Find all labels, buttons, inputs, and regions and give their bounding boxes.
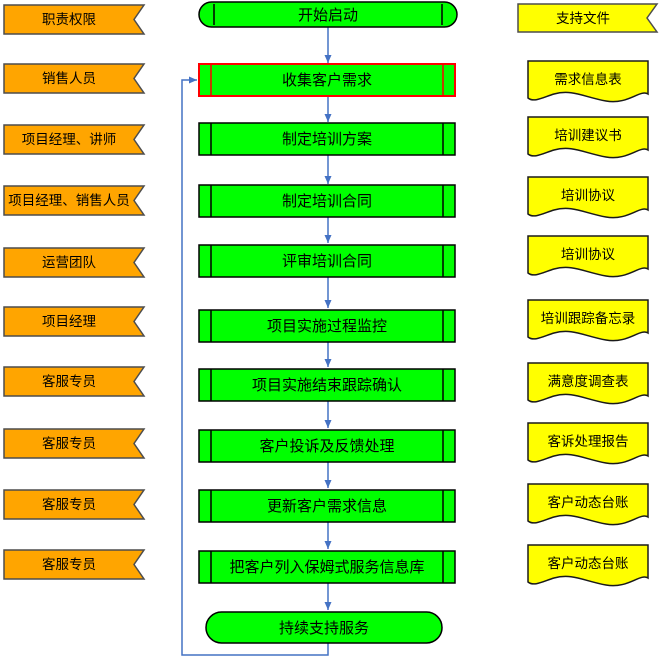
document-shape xyxy=(527,483,649,526)
lane-roles: 职责权限 销售人员 项目经理、讲师 项目经理、销售人员 运营团队 项目经理 客服… xyxy=(3,4,146,580)
document-label: 客户动态台账 xyxy=(548,494,629,511)
role-banner: 项目经理 xyxy=(3,306,146,337)
role-banner: 运营团队 xyxy=(3,247,146,278)
document-node: 培训协议 xyxy=(527,176,649,219)
process-box xyxy=(198,489,456,523)
role-banner: 客服专员 xyxy=(3,489,146,520)
document-label: 培训协议 xyxy=(561,247,615,263)
process-step: 评审培训合同 xyxy=(198,244,456,278)
process-box xyxy=(198,63,456,97)
banner-shape xyxy=(3,428,146,459)
banner-shape xyxy=(3,489,146,520)
role-label: 运营团队 xyxy=(42,255,96,271)
document-node: 培训跟踪备忘录 xyxy=(527,299,649,342)
document-shape xyxy=(527,422,649,465)
document-header-label: 支持文件 xyxy=(556,11,610,27)
lane-documents: 支持文件 需求信息表 培训建议书 培训协议 培训协议 培训跟踪备忘录 满意度调查… xyxy=(517,3,659,587)
banner-shape xyxy=(3,4,146,35)
process-step-label: 项目实施过程监控 xyxy=(267,317,387,335)
document-node: 培训协议 xyxy=(527,235,649,278)
banner-shape xyxy=(3,549,146,580)
process-step-label: 项目实施结束跟踪确认 xyxy=(252,376,402,394)
document-label: 培训跟踪备忘录 xyxy=(541,310,636,327)
document-node: 客诉处理报告 xyxy=(527,422,649,465)
process-box xyxy=(198,368,456,402)
process-step-label: 制定培训合同 xyxy=(282,192,372,210)
process-step-label: 更新客户需求信息 xyxy=(267,497,387,515)
process-box xyxy=(198,429,456,463)
start-node: 开始启动 xyxy=(198,1,458,28)
document-shape xyxy=(527,235,649,278)
banner-shape xyxy=(3,366,146,397)
role-banner: 客服专员 xyxy=(3,428,146,459)
end-label: 持续支持服务 xyxy=(279,619,369,637)
role-banner: 客服专员 xyxy=(3,366,146,397)
banner-shape xyxy=(517,3,659,33)
end-node: 持续支持服务 xyxy=(205,611,443,644)
process-box xyxy=(198,122,456,156)
feedback-loop-connector xyxy=(181,76,329,656)
document-label: 满意度调查表 xyxy=(548,373,629,390)
process-box xyxy=(198,550,456,584)
start-shape xyxy=(198,1,458,28)
document-shape xyxy=(527,362,649,405)
process-step: 更新客户需求信息 xyxy=(198,489,456,523)
process-step-label: 评审培训合同 xyxy=(282,252,372,270)
start-label: 开始启动 xyxy=(298,6,358,24)
banner-shape xyxy=(3,185,146,216)
process-step-highlighted: 收集客户需求 xyxy=(198,63,456,97)
document-shape xyxy=(527,60,649,103)
process-step-label: 把客户列入保姆式服务信息库 xyxy=(229,558,424,576)
process-step: 制定培训合同 xyxy=(198,184,456,218)
end-shape xyxy=(205,611,443,644)
role-label: 客服专员 xyxy=(42,373,96,390)
role-label: 客服专员 xyxy=(42,435,96,452)
banner-shape xyxy=(3,124,146,155)
document-shape xyxy=(527,176,649,219)
document-header-banner: 支持文件 xyxy=(517,3,659,33)
document-label: 客户动态台账 xyxy=(548,555,629,572)
process-step: 客户投诉及反馈处理 xyxy=(198,429,456,463)
process-step: 项目实施过程监控 xyxy=(198,309,456,343)
banner-shape xyxy=(3,306,146,337)
document-node: 需求信息表 xyxy=(527,60,649,103)
role-header-banner: 职责权限 xyxy=(3,4,146,35)
banner-shape xyxy=(3,63,146,94)
role-label: 项目经理、销售人员 xyxy=(8,193,130,209)
document-label: 培训协议 xyxy=(561,188,615,204)
role-banner: 销售人员 xyxy=(3,63,146,94)
role-banner: 项目经理、讲师 xyxy=(3,124,146,155)
document-label: 培训建议书 xyxy=(554,128,622,144)
document-node: 满意度调查表 xyxy=(527,362,649,405)
banner-shape xyxy=(3,247,146,278)
process-box xyxy=(198,184,456,218)
document-shape xyxy=(527,116,649,159)
process-step: 制定培训方案 xyxy=(198,122,456,156)
role-label: 项目经理、讲师 xyxy=(22,132,117,148)
document-node: 客户动态台账 xyxy=(527,483,649,526)
process-box xyxy=(198,309,456,343)
role-label: 销售人员 xyxy=(42,71,96,87)
document-label: 需求信息表 xyxy=(554,71,622,88)
role-label: 客服专员 xyxy=(42,496,96,513)
document-node: 客户动态台账 xyxy=(527,544,649,587)
process-step-label: 客户投诉及反馈处理 xyxy=(259,437,394,455)
role-label: 客服专员 xyxy=(42,556,96,573)
lane-process: 开始启动 收集客户需求 制定培训方案 制定培训合同 评审培训合同 xyxy=(198,1,458,644)
document-label: 客诉处理报告 xyxy=(548,433,629,450)
connectors xyxy=(181,27,332,656)
process-step-label: 制定培训方案 xyxy=(282,130,372,148)
process-step: 把客户列入保姆式服务信息库 xyxy=(198,550,456,584)
process-step: 项目实施结束跟踪确认 xyxy=(198,368,456,402)
document-shape xyxy=(527,544,649,587)
role-banner: 项目经理、销售人员 xyxy=(3,185,146,216)
role-label: 项目经理 xyxy=(42,314,96,330)
document-node: 培训建议书 xyxy=(527,116,649,159)
role-banner: 客服专员 xyxy=(3,549,146,580)
process-step-label: 收集客户需求 xyxy=(282,71,372,89)
document-shape xyxy=(527,299,649,342)
role-header-label: 职责权限 xyxy=(42,11,96,28)
process-box xyxy=(198,244,456,278)
